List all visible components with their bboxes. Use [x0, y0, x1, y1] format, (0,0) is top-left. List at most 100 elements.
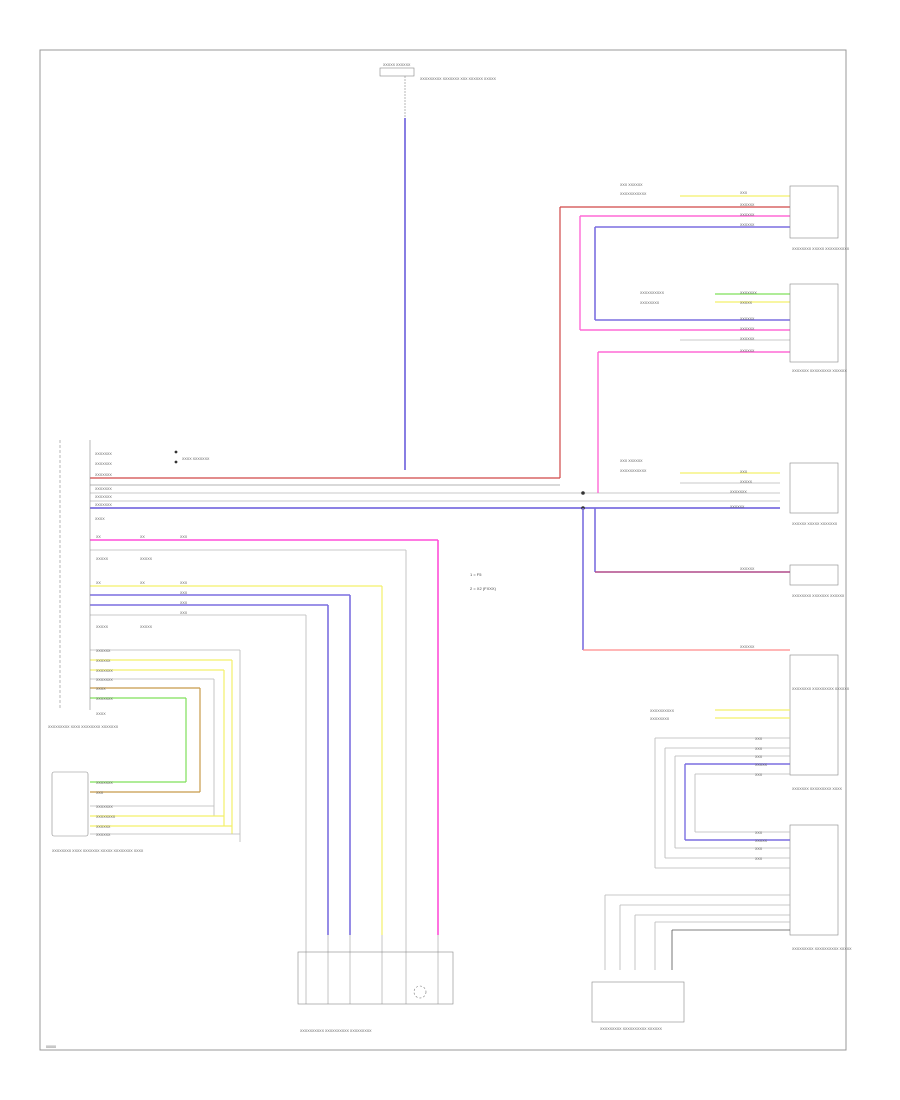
svg-text:XXXXXXXX: XXXXXXXX — [650, 717, 670, 721]
diagram-frame — [39, 49, 847, 1051]
right-component-6: XXXXXXX XXXXXXXXX XXXX — [792, 787, 843, 791]
diagram-code: 00000 — [46, 1045, 56, 1049]
svg-text:XXXXX: XXXXX — [96, 625, 109, 629]
svg-text:XXXXXXX: XXXXXXX — [96, 678, 113, 682]
svg-text:XXXXXXXX: XXXXXXXX — [640, 301, 660, 305]
svg-text:XX: XX — [96, 535, 101, 539]
svg-text:XXXXXX: XXXXXX — [730, 505, 745, 509]
svg-text:XXX: XXX — [740, 191, 748, 195]
svg-text:XXXXXXX: XXXXXXX — [96, 697, 113, 701]
right-component-7: XXXXXXXXX XXXXXXXXXX XXXXX — [792, 947, 852, 951]
top-component-desc: XXXXXXXXX XXXXXXX XXX XXXXXX XXXXX — [420, 77, 497, 81]
svg-text:XX: XX — [96, 581, 101, 585]
legend: 1 = F5 2 = X2 (FXXX) — [470, 572, 497, 591]
right-upper-wires — [559, 195, 790, 493]
svg-text:XXXXXX: XXXXXX — [96, 833, 111, 837]
left-lower-wires: XX XX XXX XXXXX XXXXX XX XX XXX XXX XXX … — [90, 535, 439, 935]
svg-text:XXX: XXX — [755, 747, 763, 751]
svg-text:XXXXXX: XXXXXX — [740, 645, 755, 649]
left-module-label: XXXXXXXXX XXXX XXXXXXXX XXXXXXX — [48, 725, 119, 729]
right-component-5: XXXXXXXX XXXXXXXXX XXXXXX — [792, 687, 850, 691]
svg-text:XXXXXXX: XXXXXXX — [95, 473, 112, 477]
svg-text:XXXXXX: XXXXXX — [740, 567, 755, 571]
right-wire-labels: XXX XXXXXX XXXXXX XXXXXX XXX XXXXXX XXXX… — [620, 183, 757, 509]
left-module: XXXXXXXXX XXXX XXXXXXXX XXXXXXX — [48, 440, 119, 729]
svg-text:XXXXX: XXXXX — [755, 839, 768, 843]
svg-text:XXX XXXXXX: XXX XXXXXX — [620, 459, 643, 463]
top-component-label: XXXXX XXXXXX — [383, 63, 411, 67]
legend-item-1: 1 = F5 — [470, 572, 482, 577]
left-harness-wires: XXXXXX XXXXXX XXXXXXX XXXXXXX XXXX XXXXX… — [90, 649, 241, 842]
right-component-1: XXXXXXXX XXXXX XXXXXXXXXX — [792, 247, 850, 251]
svg-text:XXXXXX: XXXXXX — [740, 337, 755, 341]
svg-text:XXX: XXX — [755, 831, 763, 835]
right-component-4: XXXXXXXX XXXXXXX XXXXXX — [792, 594, 845, 598]
bottom-center-connector: XXXXXXXXXX XXXXXXXXXX XXXXXXXXX — [297, 935, 454, 1033]
svg-text:XXX: XXX — [740, 470, 748, 474]
svg-text:XXXXX: XXXXX — [140, 625, 153, 629]
svg-text:XXXXX: XXXXX — [740, 480, 753, 484]
svg-text:XXXXXX: XXXXXX — [740, 349, 755, 353]
svg-text:XXX: XXX — [755, 773, 763, 777]
bottom-right-module-wires: XXXXXXXXX XXXXXXXXXX XXXXXX — [591, 894, 790, 1031]
svg-text:XXXX: XXXX — [96, 712, 106, 716]
svg-text:XXX: XXX — [755, 755, 763, 759]
svg-text:XX: XX — [140, 581, 145, 585]
svg-text:XXXXXXX: XXXXXXX — [96, 669, 113, 673]
main-bus — [90, 477, 780, 510]
left-small-module-label: XXXXXXXX XXXX XXXXXXX XXXXX XXXXXXXX XXX… — [52, 849, 144, 853]
svg-text:XXX: XXX — [96, 791, 104, 795]
svg-text:XXXXXXX: XXXXXXX — [95, 462, 112, 466]
svg-text:XXX: XXX — [180, 611, 188, 615]
svg-text:XXXXXXX: XXXXXXX — [95, 452, 112, 456]
svg-text:XXX: XXX — [755, 737, 763, 741]
svg-text:XXXXXXX: XXXXXXX — [96, 805, 113, 809]
svg-text:XXXXX: XXXXX — [740, 301, 753, 305]
svg-text:XXXX XXXXXXX: XXXX XXXXXXX — [182, 457, 210, 461]
svg-text:XXX: XXX — [180, 601, 188, 605]
svg-text:XXXXXX: XXXXXX — [740, 317, 755, 321]
svg-text:XXXXXX: XXXXXX — [740, 327, 755, 331]
svg-text:XXX: XXX — [755, 847, 763, 851]
right-component-3: XXXXXX XXXXX XXXXXXX — [792, 522, 838, 526]
top-connector: XXXXX XXXXXX XXXXXXXXX XXXXXXX XXX XXXXX… — [379, 63, 497, 470]
svg-text:XXXXXXX: XXXXXXX — [740, 291, 757, 295]
svg-text:XXXXXXX: XXXXXXX — [730, 490, 747, 494]
svg-text:XXXXXX: XXXXXX — [740, 203, 755, 207]
svg-text:XXX: XXX — [180, 591, 188, 595]
svg-text:XXXXX: XXXXX — [96, 557, 109, 561]
svg-text:XXXXXXXXXX: XXXXXXXXXX — [650, 709, 675, 713]
svg-text:XXXXXXX: XXXXXXX — [95, 487, 112, 491]
svg-text:XXXXXXX: XXXXXXX — [95, 495, 112, 499]
svg-text:XXXXXX: XXXXXX — [96, 825, 111, 829]
svg-text:XXXXXXX: XXXXXXX — [95, 503, 112, 507]
svg-text:XXXX: XXXX — [95, 517, 105, 521]
svg-text:XXXXXX: XXXXXX — [96, 649, 111, 653]
svg-text:XXX XXXXXX: XXX XXXXXX — [620, 183, 643, 187]
svg-text:XXXXXXXX: XXXXXXXX — [96, 815, 116, 819]
svg-text:XXXXXXXXXXX: XXXXXXXXXXX — [620, 469, 647, 473]
svg-text:XXX: XXX — [755, 857, 763, 861]
svg-text:XXXXXX: XXXXXX — [740, 223, 755, 227]
svg-text:XXXXXX: XXXXXX — [740, 213, 755, 217]
bottom-right-component: XXXXXXXXX XXXXXXXXXX XXXXXX — [600, 1027, 663, 1031]
svg-text:XXX: XXX — [180, 535, 188, 539]
svg-text:XXXXX: XXXXX — [755, 763, 768, 767]
svg-text:XXXXXXXXXXX: XXXXXXXXXXX — [620, 192, 647, 196]
svg-text:XX: XX — [140, 535, 145, 539]
svg-text:XXXXX: XXXXX — [140, 557, 153, 561]
svg-text:XXXXXX: XXXXXX — [96, 659, 111, 663]
svg-text:XXXXXXX: XXXXXXX — [96, 781, 113, 785]
svg-text:XXX: XXX — [180, 581, 188, 585]
legend-item-2: 2 = X2 (FXXX) — [470, 586, 497, 591]
right-middle-wires: XXXXXX XXXXXX XXXXXXXXXX XXXXXXXX — [582, 508, 790, 721]
left-bus-labels: XXXXXXX XXXXXXX XXXXXXX XXXXXXX XXXXXXX … — [95, 450, 210, 521]
svg-text:XXXXXXXXXX: XXXXXXXXXX — [640, 291, 665, 295]
bottom-center-label: XXXXXXXXXX XXXXXXXXXX XXXXXXXXX — [300, 1029, 372, 1033]
right-connectors: XXXXXXXX XXXXX XXXXXXXXXX XXXXXXX XXXXXX… — [789, 185, 852, 951]
left-small-module: XXXXXXXX XXXX XXXXXXX XXXXX XXXXXXXX XXX… — [51, 771, 144, 853]
lower-right-wires: XXX XXX XXX XXXXX XXX XXX XXXXX XXX XXX — [654, 737, 790, 869]
right-component-2: XXXXXXX XXXXXXXXX XXXXXX — [792, 369, 847, 373]
svg-text:XXXX: XXXX — [96, 687, 106, 691]
